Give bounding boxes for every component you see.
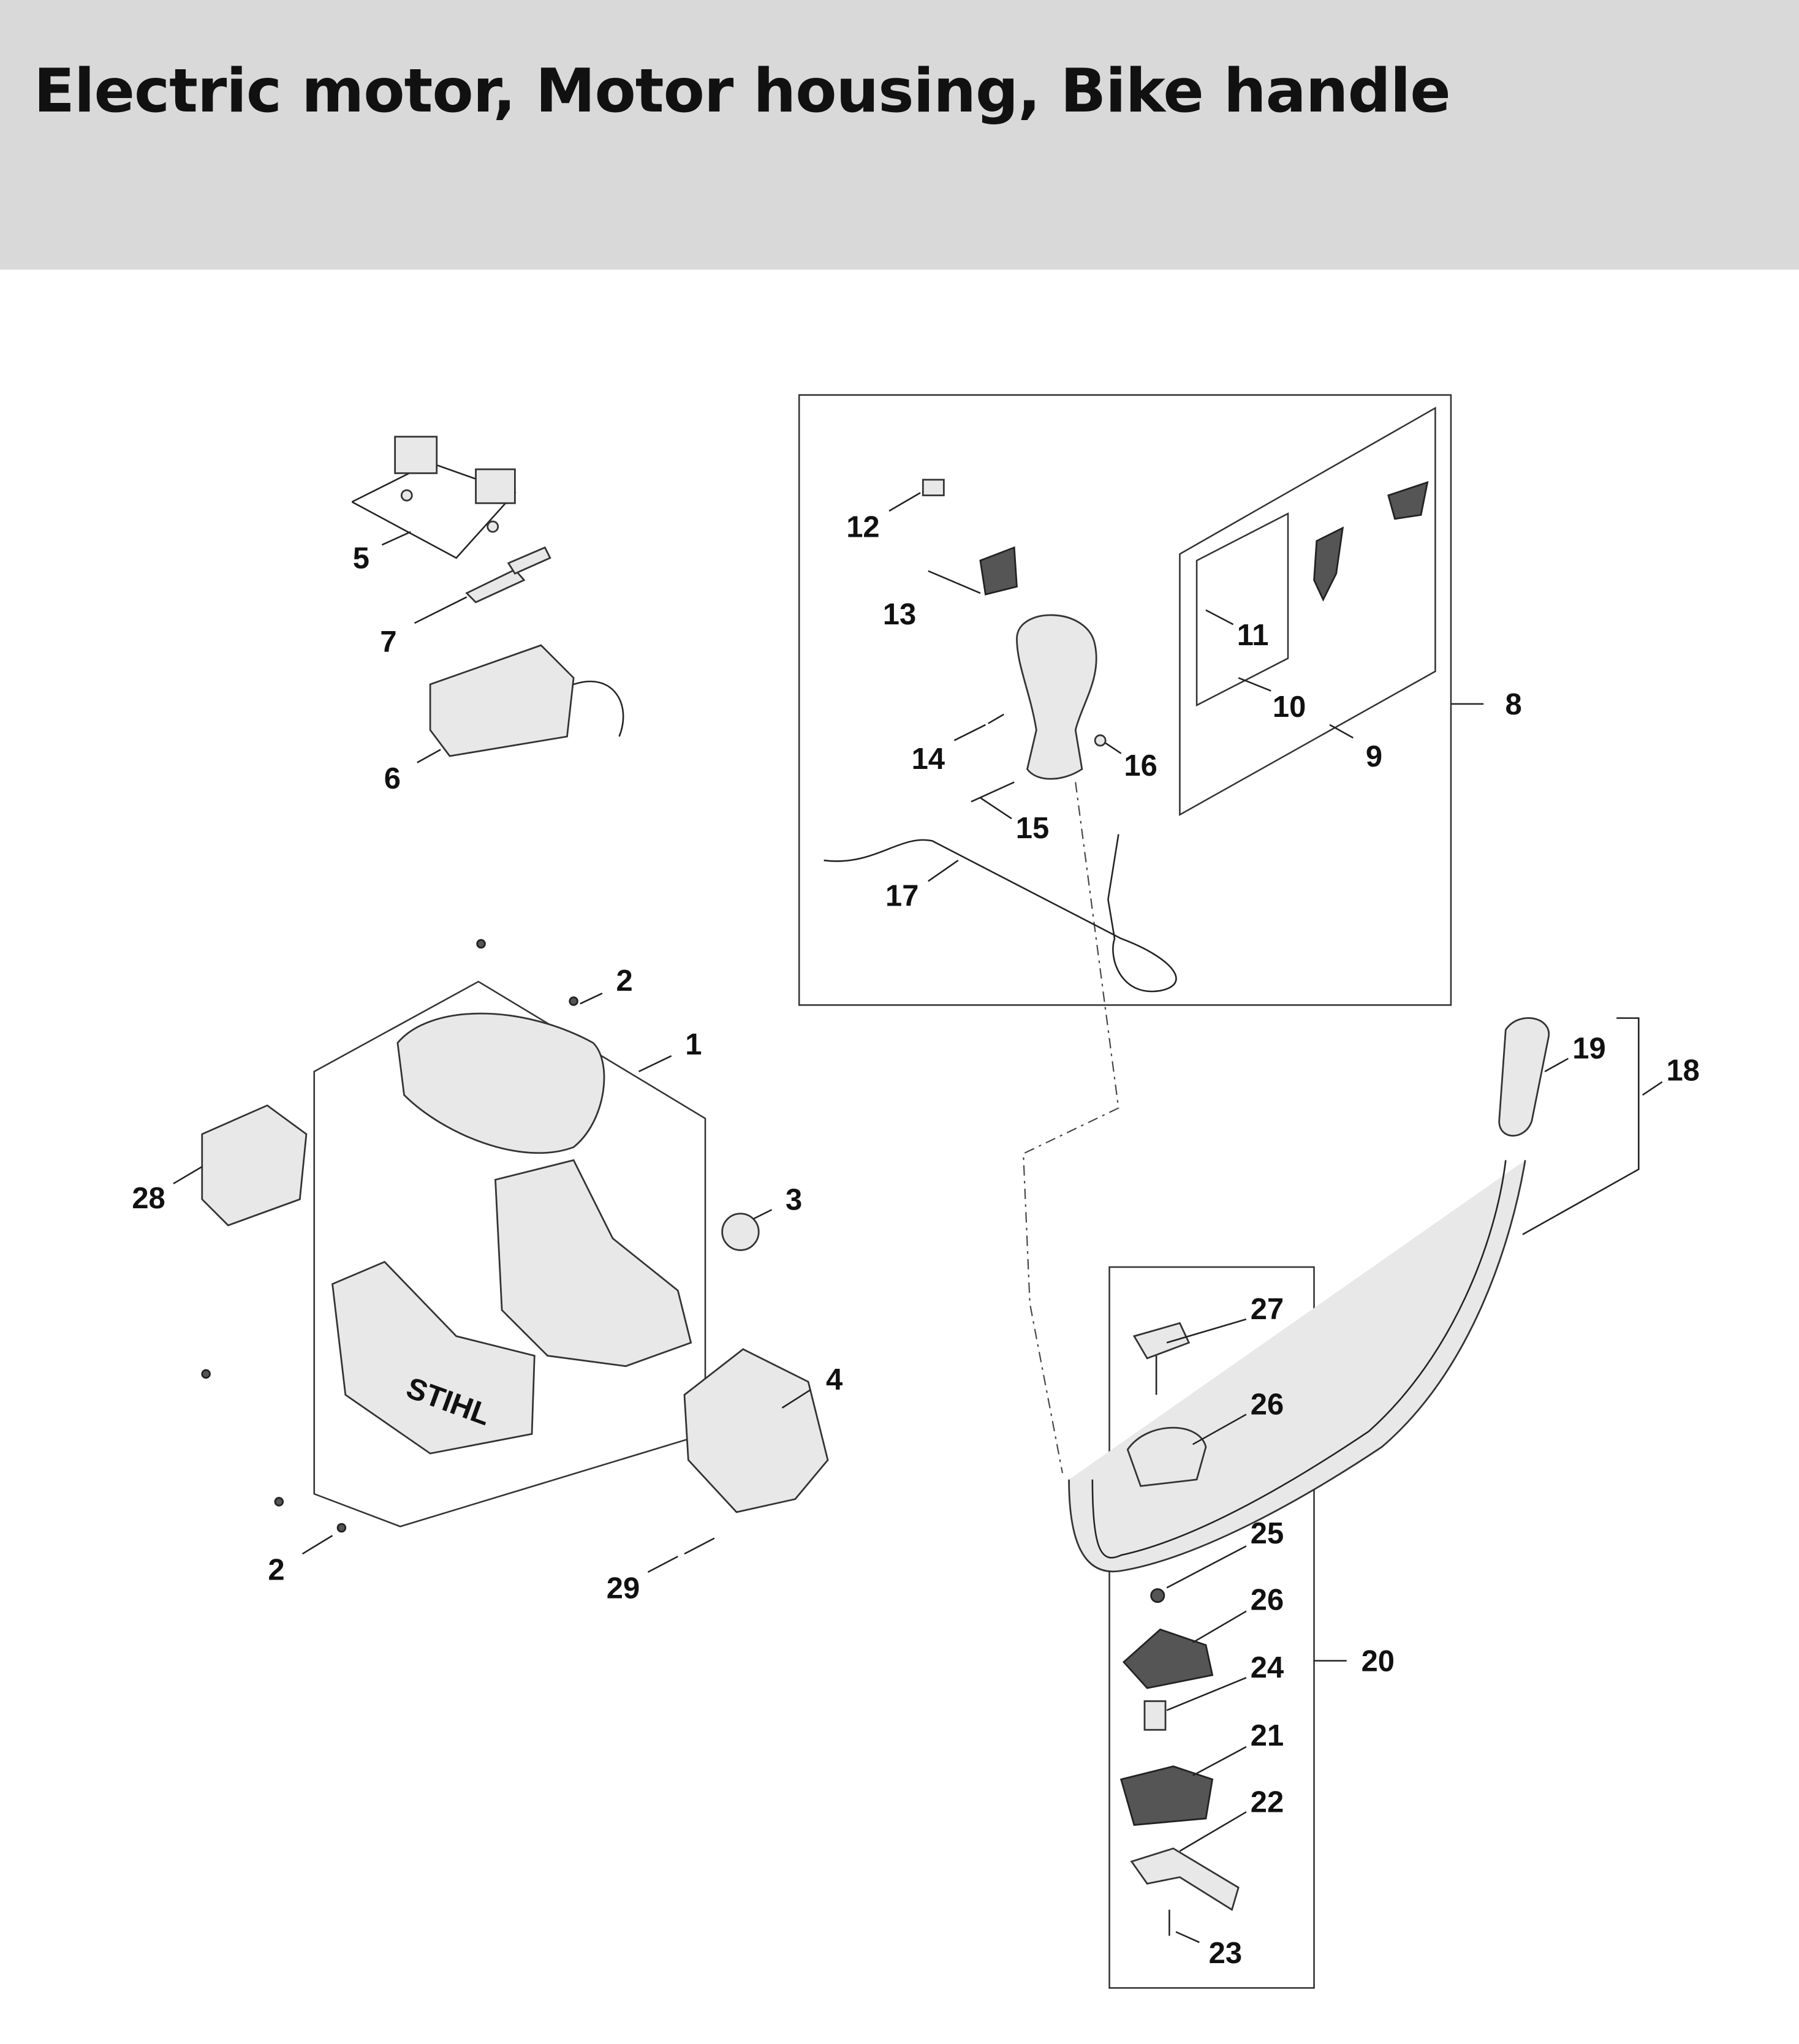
callout-12: 12 — [846, 511, 879, 544]
callout-3: 3 — [786, 1183, 802, 1216]
part-7-clip — [465, 546, 551, 604]
callout-23: 23 — [1209, 1937, 1242, 1970]
callout-2b: 2 — [268, 1554, 284, 1587]
part-6-battery-holder — [429, 644, 624, 757]
part-26-clamp — [1122, 1628, 1214, 1689]
part-27-knob — [1132, 1322, 1191, 1360]
callout-27: 27 — [1251, 1293, 1284, 1326]
screws-2 — [201, 939, 578, 1533]
part-16 — [1094, 734, 1107, 747]
callout-6: 6 — [384, 762, 401, 795]
callout-20: 20 — [1362, 1645, 1395, 1678]
callout-2: 2 — [616, 964, 632, 997]
callout-5: 5 — [353, 542, 369, 575]
callout-labels: 5 7 6 12 13 11 10 8 9 14 16 15 17 2 1 28… — [132, 511, 1700, 1970]
part-19-grip — [1498, 1017, 1550, 1137]
part-25-nut — [1150, 1588, 1165, 1603]
part-1-housing-left: STIHL — [331, 1260, 536, 1455]
callout-16: 16 — [1124, 749, 1157, 782]
group-box-20 — [1108, 1266, 1315, 1989]
part-5-contacts — [394, 436, 516, 533]
callout-24: 24 — [1251, 1651, 1284, 1684]
part-4-motor — [683, 1348, 829, 1513]
callout-17: 17 — [885, 880, 918, 913]
callout-26b: 26 — [1251, 1584, 1284, 1617]
part-9-trigger — [1313, 526, 1344, 602]
callout-4: 4 — [826, 1363, 843, 1396]
part-1-housing-top — [396, 1012, 605, 1154]
part-24-spring — [1143, 1700, 1167, 1731]
callout-1: 1 — [685, 1028, 702, 1061]
part-26-cap — [1126, 1426, 1207, 1487]
callout-29: 29 — [607, 1572, 640, 1605]
part-17-cable — [824, 834, 1177, 993]
part-28-cover — [201, 1104, 308, 1227]
part-8-handle — [1016, 614, 1097, 780]
group-box-10 — [1195, 512, 1289, 707]
callout-19: 19 — [1572, 1032, 1605, 1066]
page-title: Electric motor, Motor housing, Bike hand… — [34, 56, 1451, 126]
part-1-housing-right — [494, 1159, 692, 1368]
part-22-shell — [1130, 1847, 1240, 1911]
callout-25: 25 — [1251, 1517, 1284, 1550]
part-29-screw — [684, 1537, 715, 1555]
callout-26: 26 — [1251, 1388, 1284, 1421]
callout-10: 10 — [1273, 691, 1306, 724]
callout-13: 13 — [883, 598, 916, 631]
callout-28: 28 — [132, 1182, 165, 1215]
callout-22: 22 — [1251, 1785, 1284, 1819]
part-9-lever — [1387, 481, 1429, 520]
part-13-switch — [979, 546, 1018, 596]
leader-lines — [173, 492, 1663, 1944]
callout-11: 11 — [1237, 619, 1269, 652]
part-12 — [922, 479, 945, 496]
group-box-8 — [798, 394, 1452, 1006]
header-bar: Electric motor, Motor housing, Bike hand… — [0, 0, 1799, 270]
callout-14: 14 — [912, 743, 945, 776]
part-15-screw — [971, 781, 1015, 803]
group-box-9 — [1179, 406, 1436, 816]
part-3-gasket — [721, 1213, 760, 1251]
part-14-screw — [988, 713, 1004, 724]
callout-8: 8 — [1505, 688, 1521, 721]
bracket-18 — [1522, 1017, 1640, 1235]
callout-15: 15 — [1016, 812, 1049, 845]
callout-21: 21 — [1251, 1719, 1284, 1752]
callout-18: 18 — [1666, 1054, 1699, 1088]
part-21-clamp-lower — [1119, 1765, 1214, 1826]
callout-9: 9 — [1366, 740, 1382, 773]
callout-7: 7 — [380, 626, 396, 659]
